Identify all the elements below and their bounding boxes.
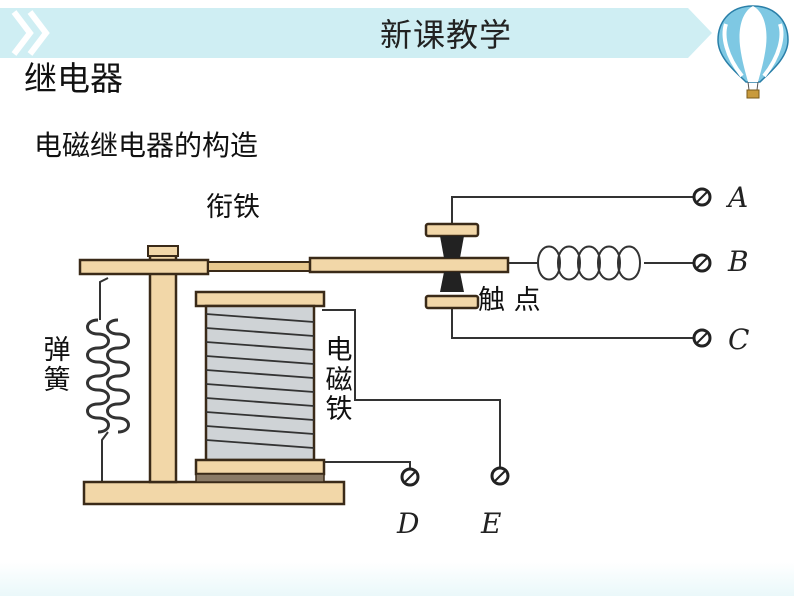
header-banner: 新课教学: [0, 8, 712, 58]
return-spring-back: [106, 318, 130, 434]
coil-turns: [205, 313, 315, 449]
coil-bottom-plate: [194, 458, 326, 476]
armature-iron: [207, 261, 311, 272]
terminal-b-screw: [692, 253, 712, 273]
return-spring: [86, 318, 110, 434]
coil-winding: [204, 304, 316, 462]
terminal-d-label: D: [397, 507, 420, 540]
section-title: 继电器: [24, 59, 123, 98]
label-contact: 触 点: [478, 285, 541, 316]
terminal-b-label: B: [728, 245, 749, 278]
moving-contact-tip: [440, 272, 464, 292]
label-electromagnet: 电磁铁: [325, 335, 353, 426]
wire-a: [451, 196, 695, 228]
subtitle: 电磁继电器的构造: [34, 129, 259, 162]
banner-shape: [0, 8, 712, 58]
wire-d: [322, 461, 411, 470]
coil-top-plate: [194, 290, 326, 308]
lower-contact: [424, 294, 480, 310]
terminal-c-screw: [692, 328, 712, 348]
terminal-e-label: E: [481, 507, 502, 540]
upper-contact: [424, 222, 480, 238]
terminal-d-screw: [400, 467, 420, 487]
hot-air-balloon-icon: [712, 2, 794, 104]
terminal-screws: [400, 187, 712, 487]
terminal-e-screw: [490, 466, 510, 486]
label-armature: 衔铁: [206, 192, 260, 223]
banner-title: 新课教学: [380, 16, 513, 54]
post-cap: [147, 245, 179, 257]
wire-e: [322, 309, 501, 468]
terminal-c-label: C: [728, 323, 750, 356]
wire-c: [451, 308, 695, 339]
contact-spring: [537, 245, 642, 281]
terminal-a-label: A: [728, 181, 749, 214]
lever-left: [78, 258, 210, 276]
relay-base: [82, 480, 346, 506]
label-spring: 弹簧: [43, 335, 71, 396]
support-post: [148, 253, 178, 484]
terminal-a-screw: [692, 187, 712, 207]
upper-contact-tip: [440, 236, 464, 258]
armature-arm: [308, 256, 510, 274]
bottom-strip: [0, 562, 794, 596]
wires: [322, 196, 695, 470]
